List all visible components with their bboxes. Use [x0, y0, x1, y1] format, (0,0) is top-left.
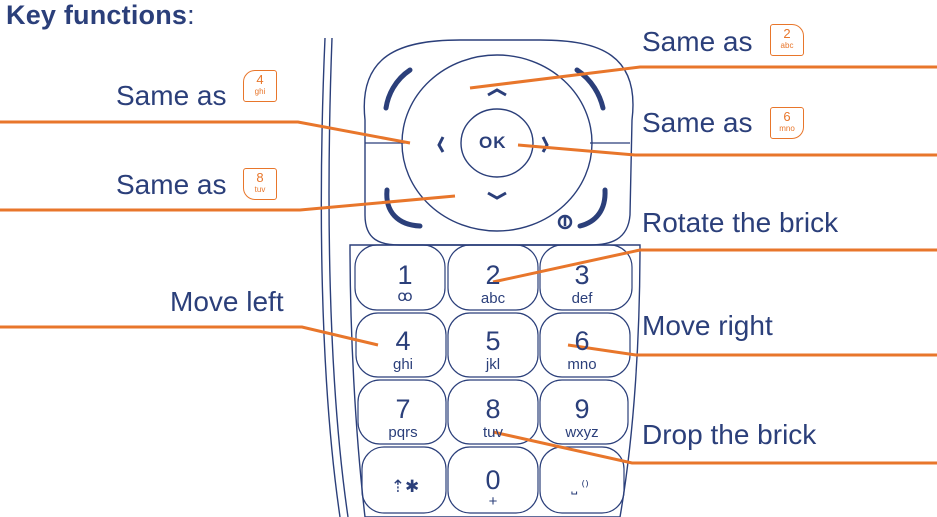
key-0-digit: 0: [485, 465, 501, 495]
key-ref-2-digit: 2: [783, 26, 791, 41]
callout-same-as-8: Same as: [116, 169, 227, 200]
phone-side-edge-inner: [328, 37, 349, 517]
page-title-colon: :: [187, 0, 195, 30]
key-6-letters: mno: [567, 356, 597, 373]
key-ref-6-digit: 6: [783, 109, 791, 124]
key-ref-8-letters: tuv: [254, 185, 266, 194]
nav-up-icon: [487, 88, 507, 97]
key-9-letters: wxyz: [565, 424, 599, 441]
callout-same-as-6: Same as: [642, 107, 753, 138]
key-3-digit: 3: [574, 260, 590, 290]
key-1-digit: 1: [397, 260, 413, 290]
key-ref-2-letters: abc: [780, 41, 794, 50]
key-ref-4-digit: 4: [256, 72, 264, 87]
callout-same-as-2: Same as: [642, 26, 753, 57]
callout-same-as-4: Same as: [116, 80, 227, 111]
key-1-letters: ꝏ: [397, 288, 413, 305]
callout-rotate-brick: Rotate the brick: [642, 207, 839, 238]
nav-right-icon: [541, 136, 549, 153]
key-8-digit: 8: [485, 394, 501, 424]
key-ref-8: 8 tuv: [243, 168, 277, 200]
callout-lines: [0, 65, 937, 465]
nav-down-icon: [487, 191, 507, 200]
callout-line-down: [0, 194, 456, 212]
key-5-digit: 5: [485, 326, 501, 356]
key-4-digit: 4: [395, 326, 411, 356]
phone-side-edge: [320, 37, 341, 517]
key-ref-4: 4 ghi: [243, 70, 277, 102]
key-6-digit: 6: [574, 326, 590, 356]
callout-line-rotate: [492, 248, 937, 284]
keypad-body: [349, 244, 641, 517]
key-5-letters: jkl: [485, 356, 501, 373]
callout-line-drop: [492, 430, 937, 465]
key-7-digit: 7: [395, 394, 411, 424]
key-8-letters: tuv: [482, 424, 503, 441]
key-ref-6-letters: mno: [779, 124, 795, 133]
key-4-letters: ghi: [392, 356, 414, 373]
left-softkey-icon: [383, 67, 413, 111]
key-7-letters: pqrs: [388, 424, 418, 441]
callout-line-up: [469, 65, 937, 90]
page-title-text: Key functions: [6, 0, 188, 30]
key-0-letters: +: [488, 493, 498, 510]
key-ref-6: 6 mno: [770, 107, 804, 139]
callout-line-left: [0, 120, 411, 145]
key-2-letters: abc: [480, 290, 506, 307]
end-call-icon: [577, 187, 608, 229]
key-ref-4-letters: ghi: [254, 87, 266, 96]
ok-button-shape: [460, 108, 534, 178]
key-ref-2: 2 abc: [770, 24, 804, 56]
key-9-digit: 9: [574, 394, 590, 424]
callout-line-move-left: [0, 325, 379, 347]
callout-move-right: Move right: [642, 310, 773, 341]
call-icon: [384, 187, 423, 229]
right-softkey-icon: [574, 67, 606, 111]
nav-left-icon: [437, 136, 445, 153]
page-title: Key functions:: [6, 0, 195, 31]
callout-move-left: Move left: [170, 286, 284, 317]
key-2-digit: 2: [485, 260, 501, 290]
callout-drop-brick: Drop the brick: [642, 419, 817, 450]
key-star-label: ⇡✱: [390, 477, 420, 496]
key-ref-8-digit: 8: [256, 170, 264, 185]
key-3-letters: def: [571, 290, 593, 307]
callout-line-move-right: [567, 343, 937, 357]
ok-button-label: OK: [479, 133, 507, 152]
key-hash-label: ⎵ ⁽⁾: [571, 478, 589, 495]
keypad-key-outlines: [354, 244, 633, 514]
callout-line-right: [517, 143, 937, 157]
